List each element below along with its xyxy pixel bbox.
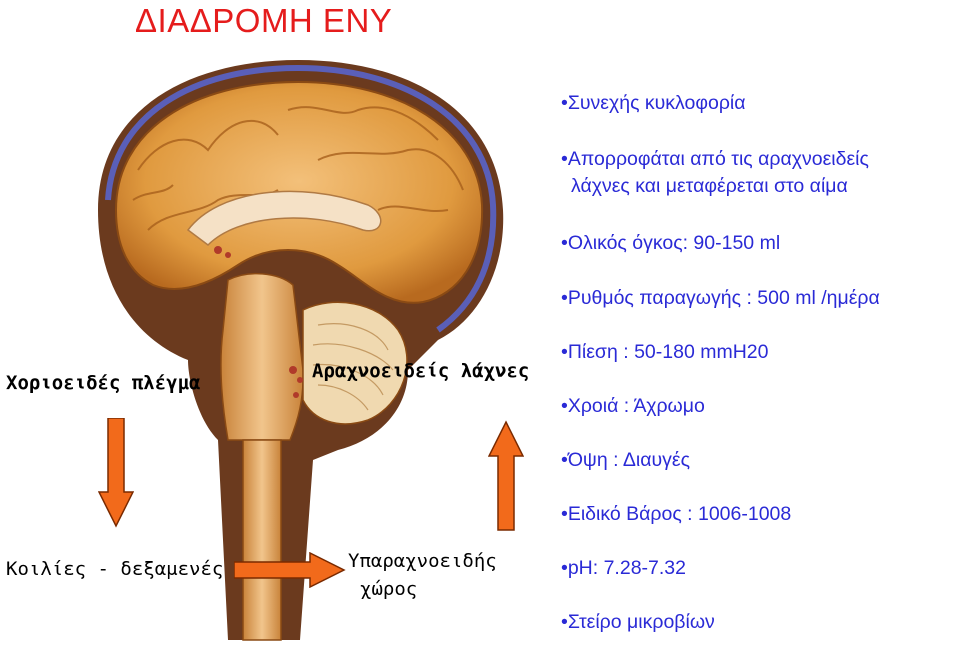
- fact-item: •Ρυθμός παραγωγής : 500 ml /ημέρα: [561, 287, 880, 309]
- superior-sagittal-sinus: [105, 64, 497, 333]
- subarachnoid-label-1: Υπαραχνοειδής: [348, 550, 497, 572]
- subarachnoid-label-2: χώρος: [360, 578, 418, 600]
- corpus-callosum: [186, 190, 382, 246]
- arrow-down-icon: [98, 418, 134, 528]
- fact-item: •Ειδικό Βάρος : 1006-1008: [561, 503, 792, 525]
- fact-item: •Ολικός όγκος: 90-150 ml: [561, 232, 781, 254]
- ventricles-label: Κοιλίες - δεξαμενές: [6, 558, 224, 580]
- spinal-cord: [242, 439, 282, 641]
- choroid-plexus: [214, 246, 303, 398]
- arrow-up-icon: [488, 420, 524, 531]
- fact-item: •Απορροφάται από τις αραχνοειδείς λάχνες…: [561, 148, 869, 197]
- brain-sagittal-illustration: [98, 60, 504, 641]
- fact-item: •pH: 7.28-7.32: [561, 557, 686, 579]
- choroid-plexus-label: Χοριοειδές πλέγμα: [6, 372, 201, 394]
- cerebellum: [302, 301, 408, 425]
- page-title: ΔΙΑΔΡΟΜΗ ΕΝΥ: [135, 2, 393, 39]
- brainstem: [220, 272, 304, 441]
- arachnoid-villi-label: Αραχνοειδείς λάχνες: [312, 360, 530, 382]
- fact-item: •Στείρο μικροβίων: [561, 611, 715, 633]
- arrow-right-icon: [234, 552, 346, 588]
- cerebellum-folia: [312, 323, 394, 411]
- fact-item: •Συνεχής κυκλοφορία: [561, 92, 746, 114]
- fact-item: •Όψη : Διαυγές: [561, 449, 690, 471]
- fact-item: •Χροιά : Άχρωμο: [561, 395, 705, 417]
- gyri-lines: [132, 106, 464, 231]
- fact-item: •Πίεση : 50-180 mmH20: [561, 341, 769, 363]
